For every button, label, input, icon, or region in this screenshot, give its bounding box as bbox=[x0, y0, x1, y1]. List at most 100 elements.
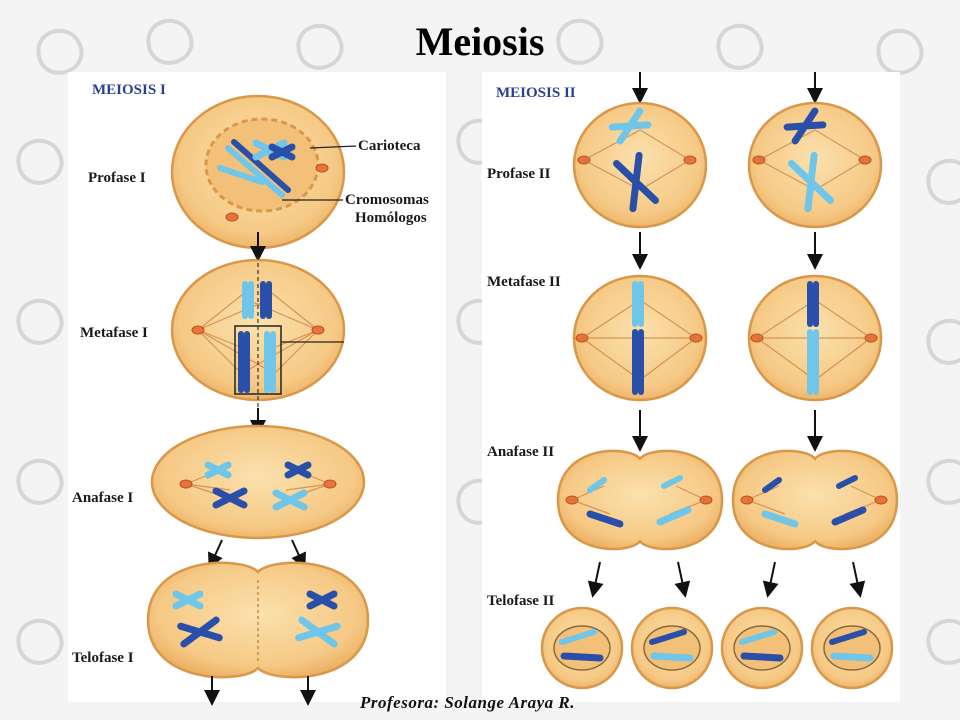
background-scribble bbox=[926, 458, 960, 505]
chromosome bbox=[788, 151, 834, 213]
chromatid bbox=[761, 510, 799, 528]
chromosome bbox=[204, 461, 232, 479]
phase-label-anafase-ii: Anafase II bbox=[487, 444, 554, 460]
chromatid bbox=[656, 506, 692, 526]
cell-anafase-ii bbox=[731, 449, 899, 551]
chromatid bbox=[225, 145, 285, 198]
label-homologos: Homólogos bbox=[355, 210, 427, 226]
chromatid bbox=[231, 139, 291, 193]
chromatid bbox=[649, 629, 687, 645]
centrosome bbox=[179, 479, 193, 489]
spindle-fiber bbox=[285, 483, 331, 491]
spindle-fiber bbox=[247, 299, 319, 331]
chromatid bbox=[739, 629, 777, 645]
spindle-fiber bbox=[583, 159, 641, 191]
cell-anafase-ii bbox=[556, 449, 724, 551]
spindle-fiber bbox=[267, 329, 319, 351]
chromatid bbox=[587, 477, 607, 493]
label-carioteca: Carioteca bbox=[358, 138, 421, 154]
arrow-anafase-ii-left bbox=[762, 561, 779, 598]
background-scribble bbox=[926, 318, 960, 365]
chromosome bbox=[632, 281, 644, 327]
chromosome bbox=[807, 329, 819, 395]
chromatid bbox=[560, 652, 604, 662]
background-scribble bbox=[36, 28, 84, 75]
spindle-fiber bbox=[197, 329, 269, 371]
centrosome bbox=[191, 325, 205, 335]
background-scribble bbox=[556, 18, 604, 65]
arrow-anafase-i-left bbox=[208, 539, 223, 570]
chromatid bbox=[762, 477, 782, 493]
phase-label-telofase-i: Telofase I bbox=[72, 650, 134, 666]
slide-title: Meiosis bbox=[415, 19, 545, 64]
spindle-fiber bbox=[814, 159, 866, 191]
chromosome bbox=[268, 143, 296, 161]
chromatid bbox=[829, 629, 867, 645]
leader-line bbox=[309, 145, 357, 149]
spindle-fiber bbox=[675, 485, 707, 501]
chromosome bbox=[264, 331, 276, 393]
chromatid bbox=[586, 510, 624, 528]
spindle-fiber bbox=[267, 289, 319, 331]
chromosome bbox=[260, 281, 272, 319]
arrow-anafase-ii-right bbox=[674, 561, 691, 598]
spindle-fiber bbox=[571, 499, 611, 515]
chromatid bbox=[831, 506, 867, 526]
spindle-fiber bbox=[583, 129, 641, 161]
arrow-anafase-ii-right bbox=[849, 561, 866, 598]
spindle-fiber bbox=[581, 299, 641, 339]
spindle-fiber bbox=[758, 129, 816, 161]
phase-label-metafase-ii: Metafase II bbox=[487, 274, 561, 290]
phase-label-metafase-i: Metafase I bbox=[80, 325, 148, 341]
daughter-nucleus bbox=[733, 625, 791, 671]
spindle-fiber bbox=[185, 483, 231, 491]
daughter-nucleus bbox=[553, 625, 611, 671]
background-scribble bbox=[296, 23, 344, 70]
spindle-fiber bbox=[756, 337, 816, 381]
centrosome bbox=[311, 325, 325, 335]
spindle-fiber bbox=[639, 129, 691, 161]
spindle-fiber bbox=[581, 337, 641, 381]
spindle-fiber bbox=[758, 159, 816, 191]
background-scribble bbox=[926, 158, 960, 205]
label-cromosomas: Cromosomas bbox=[345, 192, 429, 208]
spindle-fiber bbox=[639, 159, 691, 191]
chromosome bbox=[295, 616, 341, 648]
chromosome bbox=[632, 329, 644, 395]
cell-illustrations bbox=[146, 72, 899, 706]
background-scribble bbox=[16, 458, 64, 505]
daughter-nucleus bbox=[823, 625, 881, 671]
spindle-fiber bbox=[267, 329, 319, 381]
background-scribble bbox=[926, 618, 960, 665]
footer-credit: Profesora: Solange Araya R. bbox=[360, 693, 575, 712]
chromosome bbox=[613, 151, 659, 213]
phase-label-profase-i: Profase I bbox=[88, 170, 146, 186]
chromosome bbox=[212, 487, 248, 509]
chromatid bbox=[836, 475, 858, 489]
phase-label-telofase-ii: Telofase II bbox=[487, 593, 555, 609]
spindle-fiber bbox=[850, 485, 882, 501]
chromosome bbox=[306, 590, 338, 610]
chromosome bbox=[284, 461, 312, 479]
chromosome bbox=[272, 489, 308, 511]
spindle-fiber bbox=[814, 129, 866, 161]
phase-label-profase-ii: Profase II bbox=[487, 166, 551, 182]
background-scribble bbox=[16, 618, 64, 665]
centrosome bbox=[315, 163, 329, 173]
background-scribble bbox=[716, 23, 764, 70]
chromatid bbox=[830, 652, 874, 662]
spindle-fiber bbox=[746, 499, 786, 515]
centrosome bbox=[323, 479, 337, 489]
chromosome bbox=[238, 331, 250, 393]
arrow-anafase-i-right bbox=[291, 539, 306, 570]
chromatid bbox=[740, 652, 784, 662]
spindle-fiber bbox=[197, 289, 249, 331]
spindle-fiber bbox=[746, 485, 780, 501]
background-scribble bbox=[16, 138, 64, 185]
chromosome bbox=[172, 590, 204, 610]
spindle-fiber bbox=[197, 299, 269, 331]
chromosome bbox=[783, 107, 827, 145]
spindle-fiber bbox=[814, 299, 872, 339]
